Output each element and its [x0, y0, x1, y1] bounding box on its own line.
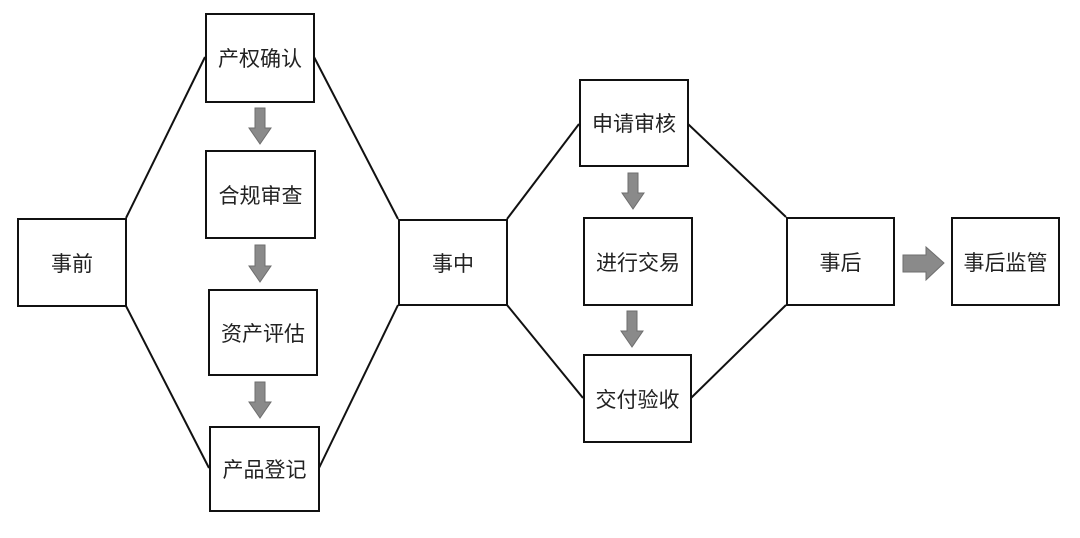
down-arrow-icon — [621, 172, 645, 210]
line-before-to-registration — [125, 305, 210, 469]
step-delivery-acceptance-box: 交付验收 — [583, 354, 692, 443]
down-arrow-icon — [248, 381, 272, 419]
step-conduct-transaction-box: 进行交易 — [583, 217, 693, 306]
stage-during-box: 事中 — [398, 219, 508, 306]
step-post-supervision-box: 事后监管 — [951, 217, 1060, 306]
line-delivery-to-after — [690, 304, 787, 399]
step-label: 合规审查 — [218, 183, 303, 208]
line-before-to-ownership — [125, 56, 206, 219]
step-label: 产品登记 — [222, 458, 307, 482]
down-arrow-icon — [620, 310, 644, 348]
line-registration-to-during — [318, 304, 399, 469]
line-ownership-to-during — [313, 56, 399, 220]
step-label: 资产评估 — [221, 321, 305, 346]
step-label: 事后监管 — [963, 250, 1048, 275]
stage-before-box: 事前 — [17, 218, 127, 307]
step-label: 申请审核 — [592, 112, 676, 136]
step-label: 产权确认 — [218, 47, 302, 71]
stage-after-label: 事后 — [819, 250, 862, 275]
line-application-to-after — [687, 123, 787, 218]
stage-after-box: 事后 — [786, 217, 895, 306]
line-during-to-application — [506, 123, 580, 220]
step-label: 进行交易 — [596, 250, 680, 275]
step-product-registration-box: 产品登记 — [209, 426, 320, 512]
line-during-to-delivery — [506, 304, 584, 399]
down-arrow-icon — [248, 107, 272, 145]
step-label: 交付验收 — [595, 387, 680, 412]
step-asset-evaluation-box: 资产评估 — [208, 289, 318, 376]
right-arrow-icon — [902, 245, 945, 282]
stage-during-label: 事中 — [432, 251, 474, 276]
step-application-review-box: 申请审核 — [579, 79, 689, 167]
step-ownership-confirmation-box: 产权确认 — [205, 13, 315, 103]
step-compliance-review-box: 合规审查 — [205, 150, 316, 239]
down-arrow-icon — [248, 244, 272, 283]
stage-before-label: 事前 — [51, 251, 93, 276]
